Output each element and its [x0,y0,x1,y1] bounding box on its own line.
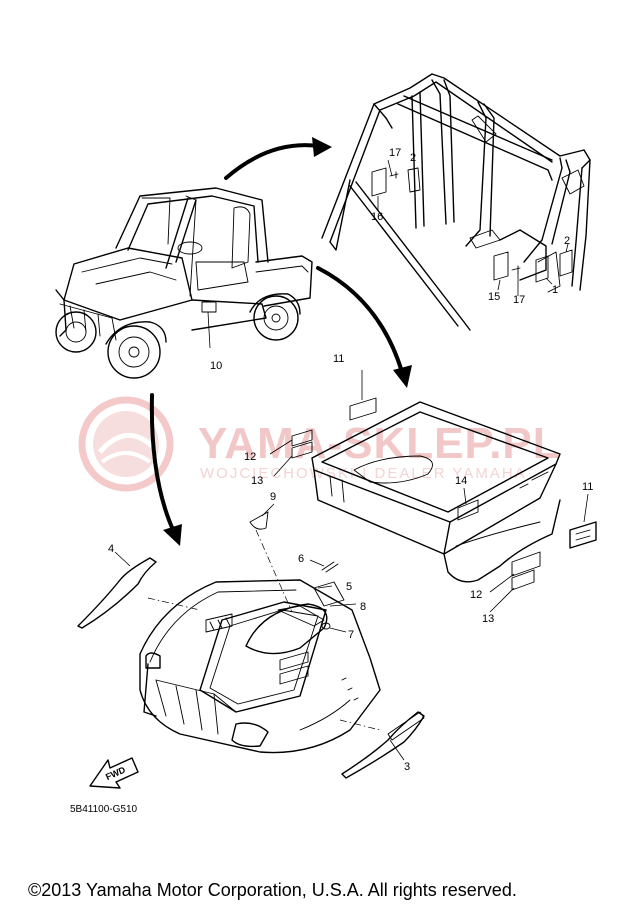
watermark-title: YAMA-SKLEP.PL [198,419,561,468]
callout-2-upper: 2 [410,152,416,164]
callout-3: 3 [404,761,410,773]
callout-6: 6 [298,553,304,565]
arrow-head [393,365,412,388]
watermark-subtitle: WOJCIECHOWSKI I DEALER YAMAHA [200,465,527,482]
cargo-bed-illustration [291,397,597,591]
decal-12-lower [511,551,541,577]
decal-15 [493,251,509,281]
arrow-head [163,524,182,546]
callout-4: 4 [108,543,114,555]
bolt-6 [321,561,339,573]
arrow-head [312,137,332,157]
copyright-text: ©2013 Yamaha Motor Corporation, U.S.A. A… [28,880,517,900]
grommet-7 [321,622,331,630]
decal-3 [341,711,425,779]
plate-5 [313,581,345,607]
clip-17-upper [389,171,399,179]
roll-cage-illustration [321,73,591,331]
front-hood-illustration [77,511,425,779]
callout-labels: 10 17 2 16 2 15 17 1 11 12 13 14 11 12 1… [108,147,593,773]
callout-2-right: 2 [564,235,570,247]
diagram-code: 5B41100-G510 [70,804,138,815]
decal-14 [457,499,479,521]
callout-9: 9 [270,491,276,503]
vehicle-illustration [55,187,313,379]
callout-11-lower: 11 [582,481,593,493]
callout-12-upper: 12 [244,451,256,463]
callout-8: 8 [360,601,366,613]
callout-13-lower: 13 [482,613,494,625]
decal-13-lower [511,569,535,591]
callout-17-upper: 17 [389,147,401,159]
decal-12-upper [291,429,313,447]
callout-12-lower: 12 [470,589,482,601]
callout-16: 16 [371,211,383,223]
callout-11-upper: 11 [333,353,344,365]
callout-5: 5 [346,581,352,593]
decal-11-upper [349,397,377,421]
emblem-9 [249,511,269,530]
callout-15: 15 [488,291,500,303]
callout-17-lower: 17 [513,294,525,306]
fwd-label: FWD [104,764,127,782]
clip-17-lower [511,265,521,275]
decal-4 [77,557,157,629]
decal-2-right [559,249,573,277]
callout-7: 7 [348,629,354,641]
decal-2-left [407,167,421,193]
decal-16 [371,167,387,197]
decal-13-upper [291,441,313,459]
fwd-arrow-icon: FWD [89,757,139,789]
callout-13-upper: 13 [251,475,263,487]
watermark-logo [78,396,174,492]
callout-10: 10 [210,360,222,372]
callout-1: 1 [552,284,558,296]
direction-arrows [149,137,412,546]
decal-11-lower [569,521,597,549]
decal-1 [535,255,549,283]
leader-lines [114,159,589,761]
callout-14: 14 [455,475,467,487]
watermark: YAMA-SKLEP.PL WOJCIECHOWSKI I DEALER YAM… [78,396,561,492]
